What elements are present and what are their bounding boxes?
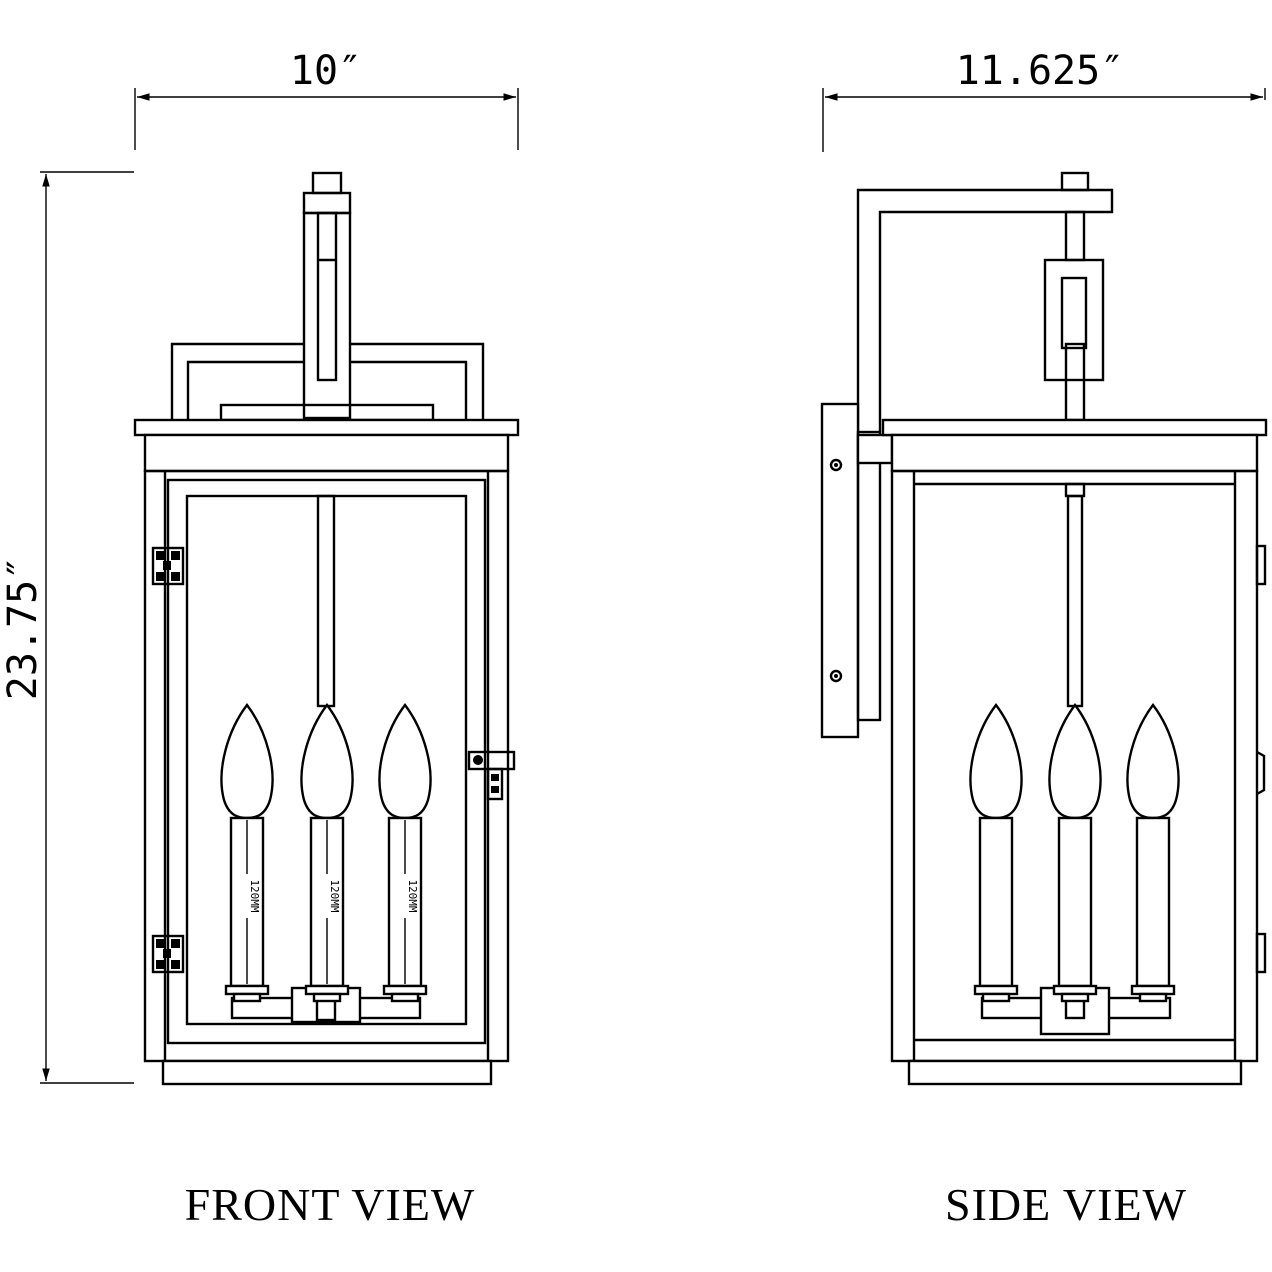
side-view-label: SIDE VIEW: [945, 1179, 1187, 1230]
width-dimension-front: 10″: [134, 48, 519, 150]
front-view-lantern: 120MM 120MM 120MM: [133, 171, 520, 1086]
height-label: 23.75″: [0, 556, 46, 701]
front-width-label: 10″: [290, 48, 362, 94]
side-candle-2: [1048, 703, 1102, 1003]
front-candle-3: [378, 703, 432, 1003]
hinge-top: [151, 546, 185, 586]
front-candle-2: [300, 703, 354, 1003]
width-dimension-side: 11.625″: [822, 48, 1266, 152]
door-latch: [467, 750, 516, 801]
front-candle-1: [220, 703, 274, 1003]
candle-label-3: 120MM: [406, 879, 419, 912]
candle-label-2: 120MM: [328, 879, 341, 912]
side-width-label: 11.625″: [956, 48, 1125, 94]
hinge-bottom: [151, 934, 185, 974]
side-view-lantern: [820, 171, 1268, 1086]
side-candle-1: [969, 703, 1023, 1003]
candle-label-1: 120MM: [248, 879, 261, 912]
side-candle-3: [1126, 703, 1180, 1003]
height-dimension: 23.75″: [0, 171, 134, 1084]
front-view-label: FRONT VIEW: [185, 1179, 476, 1230]
